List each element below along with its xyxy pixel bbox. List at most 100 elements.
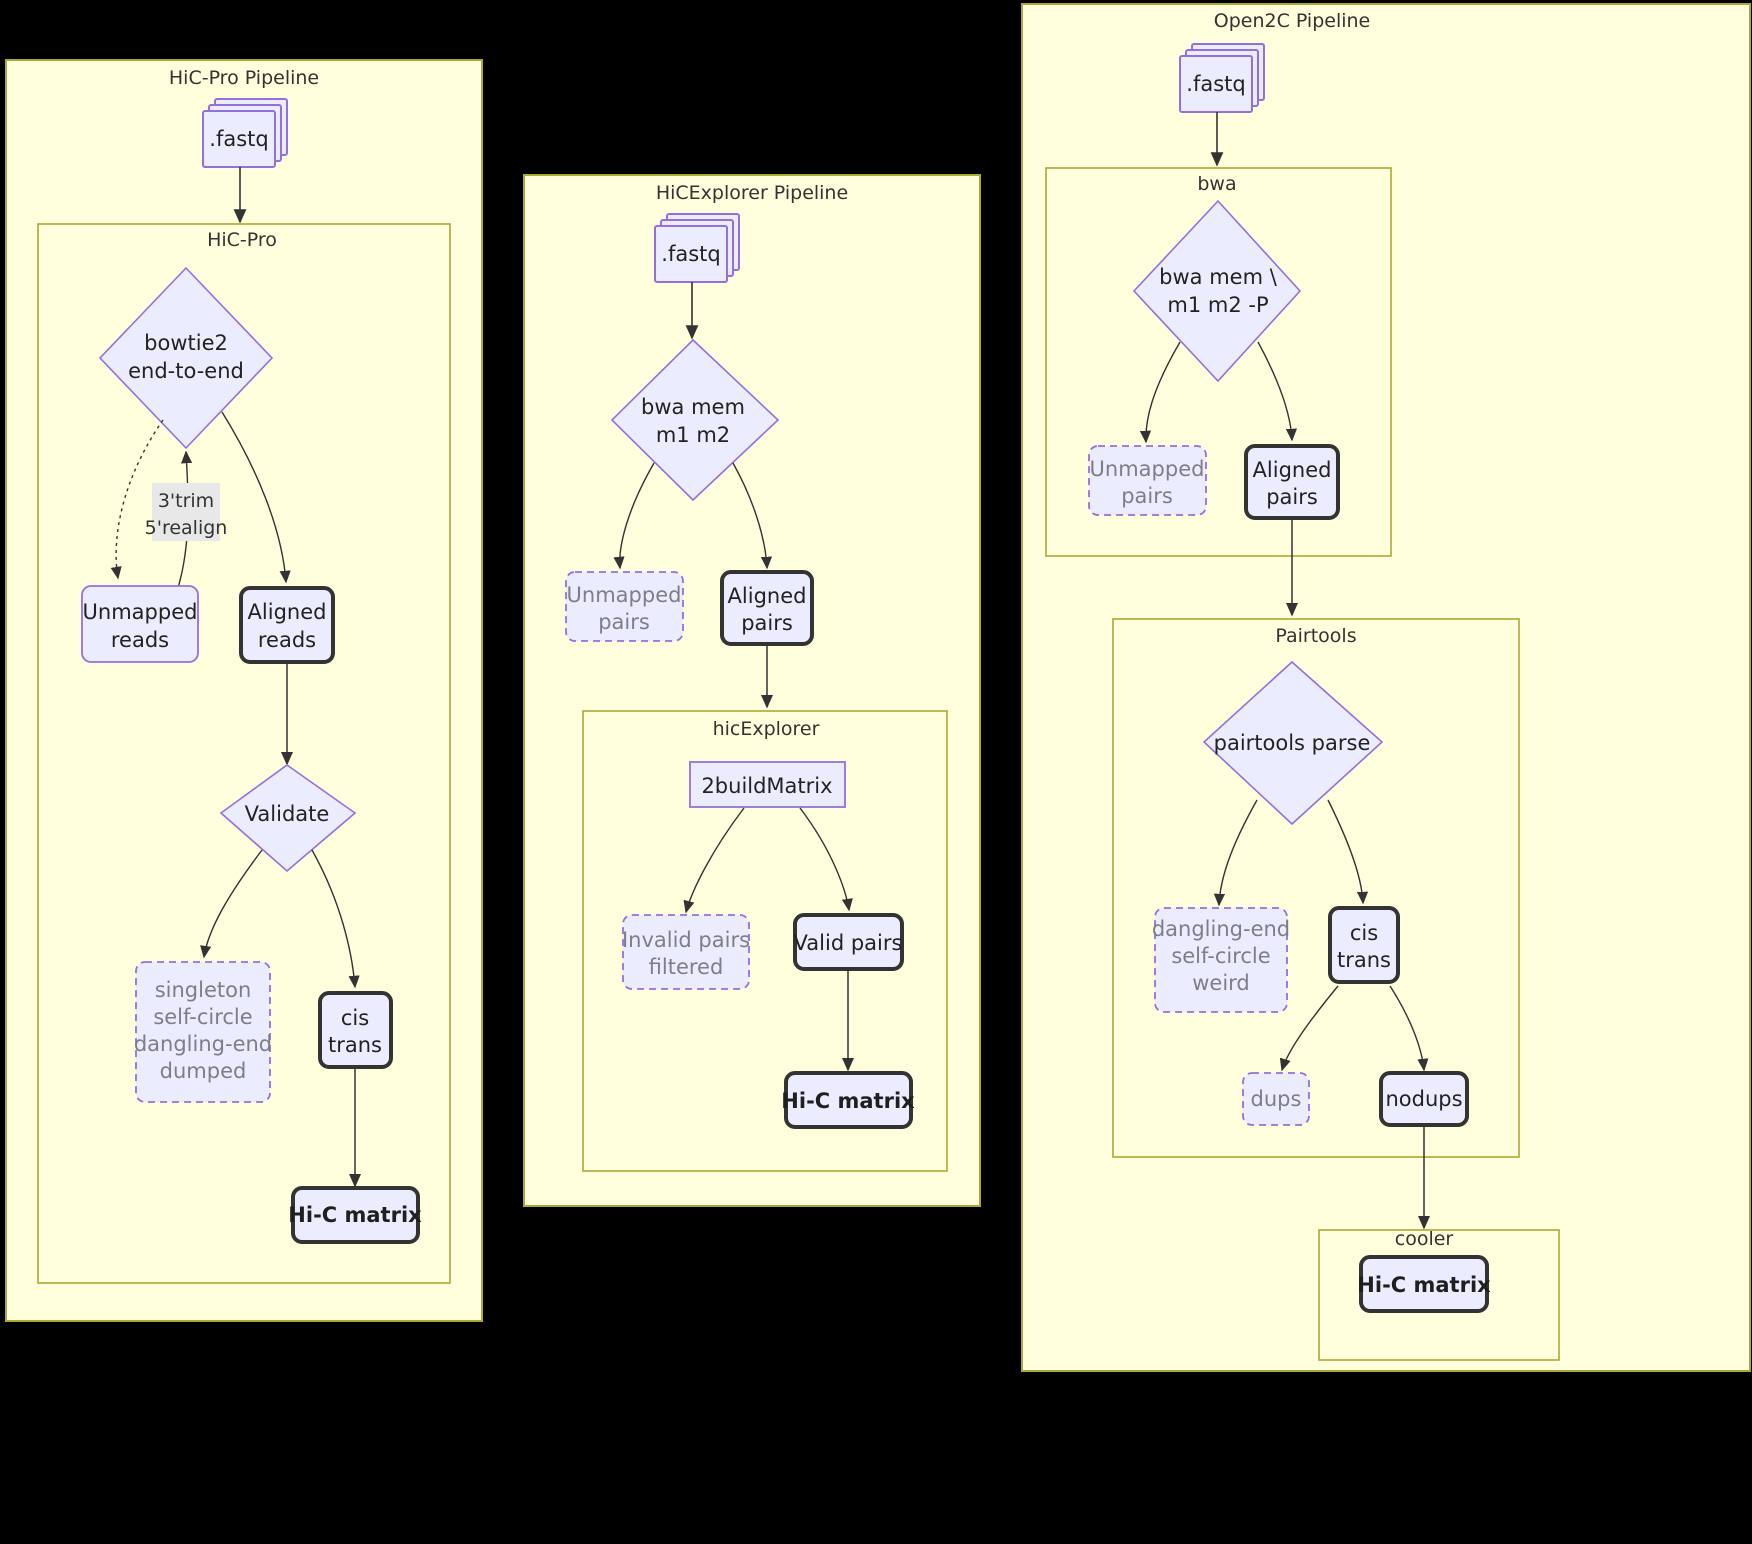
node-label-he-fastq: .fastq [661,242,720,266]
cluster-title-open2c-bwa: bwa [1197,173,1236,195]
edge-label-hp-trim-l1: 3'trim [158,490,214,512]
node-hp-validate: Validate [219,764,357,873]
box-he-matrix [784,1071,913,1129]
node-label-he-bwa-l1: bwa mem [641,395,745,419]
node-label-o2-discard-l2: self-circle [1171,944,1270,968]
node-label-o2-bwa-l2: m1 m2 -P [1167,293,1268,317]
node-label-he-invalid-l2: filtered [649,955,724,979]
node-label-he-buildmatrix: 2buildMatrix [701,774,832,798]
edge-o2-parse-to-discard [1213,799,1258,907]
node-label-o2-matrix: Hi-C matrix [1357,1273,1491,1297]
node-label-he-aligned-l1: Aligned [728,584,807,608]
node-label-o2-aligned-l1: Aligned [1253,458,1332,482]
box-o2-matrix [1359,1255,1489,1313]
pipeline-open2c: Open2C Pipeline .fastq bwa bwa mem \ m1 … [1021,3,1751,1372]
node-label-he-unmapped-l2: pairs [598,610,650,634]
node-label-o2-aligned-l2: pairs [1266,485,1318,509]
node-hp-unmapped: Unmapped reads [81,585,199,663]
node-label-o2-unmapped-l1: Unmapped [1090,457,1205,481]
node-label-o2-nodups: nodups [1385,1087,1462,1111]
node-label-hp-discard-l4: dumped [160,1059,247,1083]
edge-he-bwa-to-unmapped [613,462,655,570]
box-hp-cistrans [318,991,393,1069]
node-o2-parse: pairtools parse [1202,660,1384,826]
node-label-hp-bowtie2-l2: end-to-end [128,359,244,383]
edge-hp-validate-to-cistrans [311,849,360,989]
node-label-o2-discard-l1: dangling-end [1152,917,1290,941]
pipeline-hicpro: HiC-Pro Pipeline .fastq HiC-Pro bowtie2 … [5,59,483,1322]
node-hp-discard: singleton self-circle dangling-end dumpe… [134,961,272,1103]
node-hp-matrix: Hi-C matrix [288,1186,422,1244]
node-label-hp-fastq: .fastq [209,127,268,151]
node-label-o2-cis: cis [1350,921,1378,945]
edge-he-bwa-to-aligned [732,462,773,570]
diamond-o2-bwa [1132,199,1302,383]
node-label-he-matrix: Hi-C matrix [781,1089,915,1113]
box-hp-unmapped [81,585,199,663]
box-o2-unmapped [1088,445,1207,516]
node-o2-fastq: .fastq [1179,43,1265,113]
node-o2-aligned: Aligned pairs [1244,444,1340,520]
box-hp-discard [135,961,271,1103]
edge-hp-validate-to-discard [200,849,263,959]
edge-o2-cistrans-to-nodups [1389,985,1429,1072]
edge-hp-bowtie2-to-unmapped [110,419,164,580]
node-label-hp-aligned-l2: reads [258,628,316,652]
node-label-o2-fastq: .fastq [1186,72,1245,96]
node-label-he-invalid-l1: Invalid pairs [622,928,750,952]
edge-o2-bwa-to-aligned [1257,341,1298,442]
node-o2-nodups: nodups [1379,1071,1469,1127]
node-o2-dups: dups [1242,1072,1310,1126]
node-he-fastq: .fastq [654,213,740,283]
node-label-o2-dups: dups [1251,1087,1302,1111]
node-label-hp-aligned-l1: Aligned [248,600,327,624]
edge-o2-parse-to-cistrans [1327,799,1369,905]
node-label-he-bwa-l2: m1 m2 [656,423,730,447]
edge-he-buildmatrix-to-invalid [683,807,745,914]
pipeline-hicexplorer: HiCExplorer Pipeline .fastq bwa mem m1 m… [523,174,981,1207]
edge-label-hp-trim-realign: 3'trim 5'realign [145,483,228,541]
fastq-stack-front [202,110,276,168]
node-label-hp-bowtie2-l1: bowtie2 [144,331,228,355]
diamond-hp-validate [219,764,357,873]
edge-label-hp-trim-l2: 5'realign [145,517,228,539]
node-label-hp-validate: Validate [245,802,330,826]
node-label-o2-discard-l3: weird [1192,971,1250,995]
node-he-matrix: Hi-C matrix [781,1071,915,1129]
edge-label-bg [152,483,220,541]
node-hp-cistrans: cis trans [318,991,393,1069]
fastq-stack-front [1179,55,1253,113]
node-o2-cistrans: cis trans [1328,906,1400,984]
cluster-title-open2c-cooler: cooler [1395,1228,1454,1250]
node-he-aligned: Aligned pairs [720,570,814,646]
node-label-he-aligned-l2: pairs [741,611,793,635]
node-hp-aligned: Aligned reads [239,586,335,664]
box-hp-aligned [239,586,335,664]
node-label-hp-unmapped-l2: reads [111,628,169,652]
cluster-title-hicpro-sub: HiC-Pro [207,229,277,251]
node-o2-bwa: bwa mem \ m1 m2 -P [1132,199,1302,383]
box-he-aligned [720,570,814,646]
edge-o2-cistrans-to-dups [1279,985,1339,1072]
node-he-buildmatrix: 2buildMatrix [689,761,846,808]
node-label-hp-discard-l1: singleton [155,978,252,1002]
edge-o2-bwa-to-unmapped [1139,341,1181,444]
cluster-title-open2c-pipeline: Open2C Pipeline [1214,10,1371,32]
fastq-stack-front [654,225,728,283]
cluster-hicpro-sub [37,223,451,1284]
node-he-bwa: bwa mem m1 m2 [610,338,780,502]
node-he-invalid: Invalid pairs filtered [622,914,750,990]
node-label-hp-cis: cis [341,1006,369,1030]
edge-hp-bowtie2-to-aligned [221,411,291,584]
cluster-title-open2c-pairtools: Pairtools [1275,625,1356,647]
box-he-unmapped [565,571,684,642]
node-label-o2-unmapped-l2: pairs [1121,484,1173,508]
node-label-hp-unmapped-l1: Unmapped [83,600,198,624]
node-label-o2-parse: pairtools parse [1214,731,1371,755]
node-hp-bowtie2: bowtie2 end-to-end [98,266,274,450]
node-label-hp-trans: trans [328,1033,382,1057]
node-label-o2-bwa-l1: bwa mem \ [1159,265,1278,289]
cluster-title-hicexplorer-sub: hicExplorer [713,718,820,740]
cluster-title-hicexplorer-pipeline: HiCExplorer Pipeline [656,182,848,204]
